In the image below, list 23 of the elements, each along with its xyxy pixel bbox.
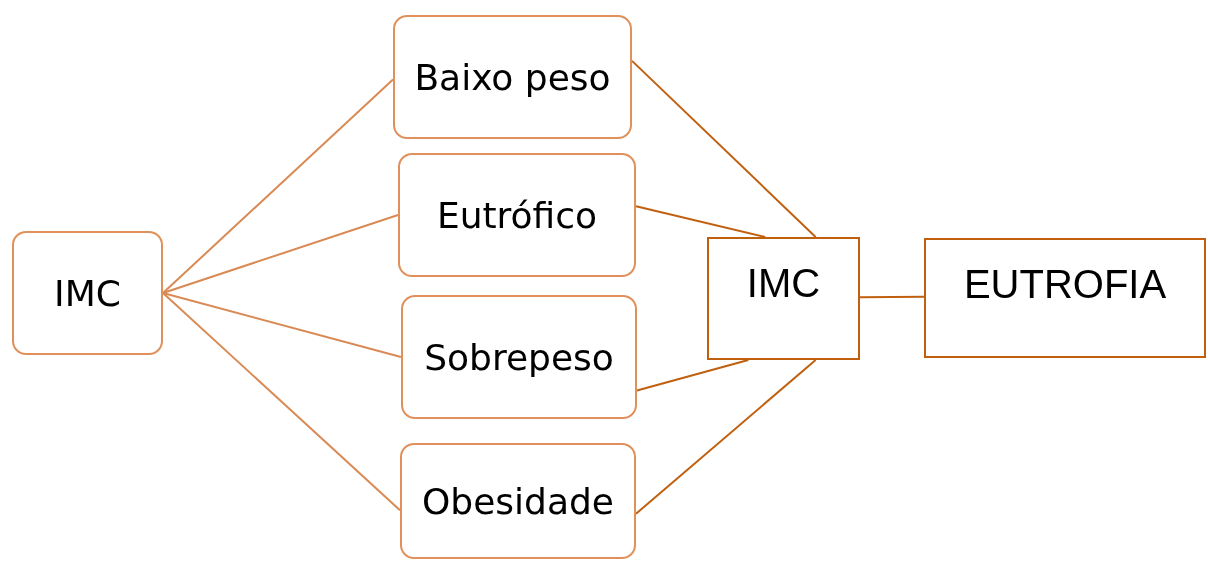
node-label: IMC <box>54 272 121 314</box>
node-label: Sobrepeso <box>424 336 614 378</box>
connector-line <box>635 359 817 515</box>
rounded-box <box>400 443 636 559</box>
connector-line <box>162 292 402 358</box>
connector-line <box>859 295 925 299</box>
connector-line <box>631 59 817 238</box>
connector-line <box>635 205 767 238</box>
node-label: Eutrófico <box>436 194 598 236</box>
connector-line <box>162 292 401 512</box>
node-label: Obesidade <box>422 480 614 522</box>
rounded-box <box>398 153 636 277</box>
connector-line <box>636 359 750 392</box>
process-box <box>924 238 1206 358</box>
process-box <box>707 237 860 360</box>
node-label: Baixo peso <box>414 56 611 98</box>
node-label: IMC <box>746 261 821 306</box>
connector-line <box>162 214 399 294</box>
rounded-box <box>393 15 632 139</box>
node-label: EUTROFIA <box>963 262 1167 307</box>
rounded-box <box>12 231 163 355</box>
rounded-box <box>401 295 637 419</box>
connector-line <box>162 78 394 294</box>
